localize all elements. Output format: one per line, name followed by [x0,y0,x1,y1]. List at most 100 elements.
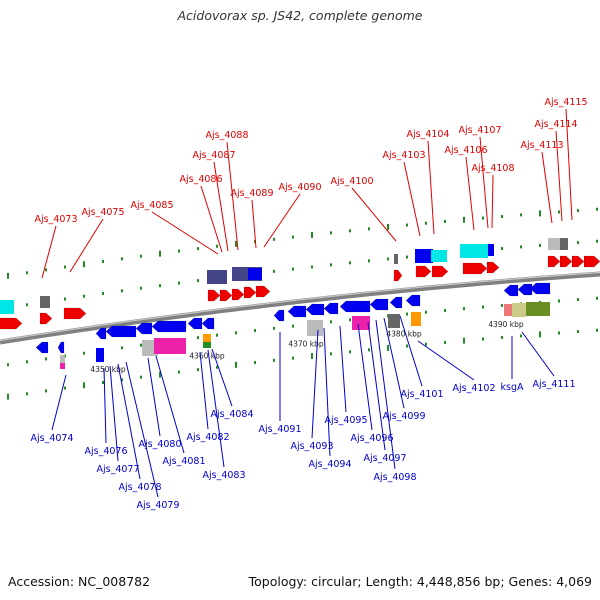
forward-gene-block [548,238,560,250]
reverse-gene-arrow [273,309,285,322]
reverse-gene-arrow [201,317,215,330]
reverse-gene-label: Ajs_4078 [118,482,161,493]
genome-title: Acidovorax sp. JS42, complete genome [177,8,423,23]
reverse-leader-line [147,357,161,437]
reverse-gene-arrow [405,294,421,307]
reverse-gene-arrow [369,298,389,311]
genome-backbone-highlight [0,271,600,342]
reverse-leader-line [211,348,233,407]
reverse-gene-label: Ajs_4099 [382,411,425,422]
forward-leader-line [151,211,219,255]
reverse-gene-arrow [57,341,65,354]
forward-leader-line [479,136,489,229]
reverse-leader-line [399,315,423,387]
reverse-leader-line [199,351,209,430]
reverse-leader-line [323,327,331,457]
reverse-gene-arrow [323,302,339,315]
forward-leader-line [465,156,475,231]
reverse-leader-line [51,374,67,431]
forward-gene-arrow [547,255,561,268]
reverse-gene-label: Ajs_4096 [350,433,393,444]
forward-leader-line [541,151,553,224]
reverse-leader-line [207,349,225,468]
reverse-gene-label: Ajs_4084 [210,409,253,420]
reverse-gene-block [154,338,186,354]
forward-gene-label: Ajs_4089 [230,188,273,199]
forward-gene-label: Ajs_4088 [205,130,248,141]
forward-gene-label: Ajs_4106 [444,145,487,156]
forward-gene-block [415,249,433,263]
reverse-gene-label: Ajs_4091 [258,424,301,435]
reverse-leader-line [417,340,475,381]
reverse-gene-label: Ajs_4111 [532,379,575,390]
forward-gene-block [248,268,262,280]
reverse-gene-arrow [95,327,107,340]
reverse-gene-label: Ajs_4094 [308,459,351,470]
scale-label: 4370 kbp [288,340,324,349]
reverse-gene-block [60,363,65,369]
scale-label: 4380 kbp [386,329,422,338]
forward-leader-line [200,185,223,253]
forward-gene-arrow [393,269,403,282]
forward-gene-label: Ajs_4073 [34,214,77,225]
reverse-leader-line [357,323,373,431]
forward-leader-line [213,161,229,252]
forward-leader-line [555,130,563,222]
reverse-gene-label: Ajs_4074 [30,433,73,444]
reverse-gene-block [60,355,65,363]
accession-label: Accession: NC_008782 [8,574,151,589]
reverse-gene-arrow [503,284,519,297]
reverse-gene-label: Ajs_4082 [186,432,229,443]
reverse-leader-line [155,355,185,454]
reverse-gene-block [203,334,211,342]
reverse-gene-block [352,316,370,330]
reverse-leader-line [367,321,386,451]
forward-gene-label: Ajs_4100 [330,176,373,187]
reverse-leader-line [311,329,319,439]
forward-leader-line [263,193,301,248]
reverse-gene-block [307,320,323,336]
reverse-gene-label: ksgA [501,382,524,393]
forward-gene-arrow [486,261,500,274]
scale-label: 4360 kbp [189,351,225,360]
reverse-gene-label: Ajs_4083 [202,470,245,481]
forward-gene-block [431,250,447,262]
forward-gene-arrow [207,289,221,302]
reverse-gene-label: Ajs_4097 [363,453,406,464]
reverse-gene-label: Ajs_4076 [84,446,127,457]
forward-leader-line [41,225,57,279]
forward-leader-line [69,218,104,273]
reverse-leader-line [375,319,396,470]
forward-gene-arrow [462,262,488,275]
reverse-gene-block [96,348,104,362]
reverse-leader-line [103,367,107,444]
reverse-gene-label: Ajs_4095 [324,415,367,426]
forward-gene-arrow [243,286,257,299]
forward-gene-label: Ajs_4103 [382,150,425,161]
forward-leader-line [565,108,573,221]
forward-gene-arrow [583,255,600,268]
forward-gene-block [207,270,227,284]
reverse-gene-arrow [339,300,371,313]
forward-gene-label: Ajs_4075 [81,207,124,218]
reverse-gene-label: Ajs_4080 [138,439,181,450]
forward-gene-arrow [0,317,23,330]
forward-gene-block [560,238,568,250]
forward-gene-arrow [39,312,53,325]
forward-leader-line [226,141,239,251]
reverse-gene-arrow [517,283,533,296]
forward-leader-line [251,199,257,249]
forward-leader-line [491,174,494,229]
forward-gene-label: Ajs_4086 [179,174,222,185]
forward-gene-block [0,300,14,314]
reverse-gene-label: Ajs_4081 [162,456,205,467]
reverse-leader-line [125,361,159,498]
reverse-leader-line [339,325,347,413]
reverse-leader-line [117,363,141,480]
reverse-gene-arrow [529,282,551,295]
forward-gene-label: Ajs_4090 [278,182,321,193]
forward-gene-block [460,244,488,258]
scale-label: 4390 kbp [488,320,524,329]
